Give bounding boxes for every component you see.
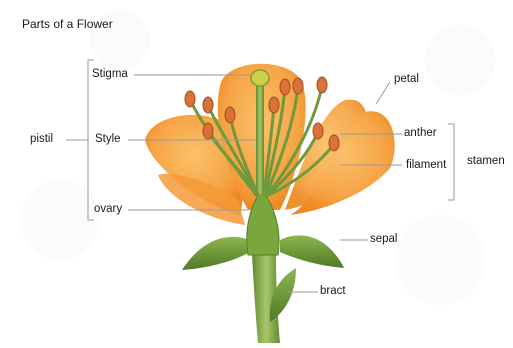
stamen-bracket — [448, 124, 454, 200]
style — [256, 84, 264, 194]
label-stamen: stamen — [467, 156, 505, 168]
label-pistil: pistil — [30, 134, 53, 146]
label-petal: petal — [394, 74, 419, 86]
label-bract: bract — [320, 286, 346, 298]
label-stigma: Stigma — [92, 69, 128, 81]
stigma — [251, 70, 269, 86]
label-filament: filament — [406, 160, 446, 172]
petal-leader — [376, 82, 390, 104]
label-ovary: ovary — [94, 204, 122, 216]
sepal-right — [280, 235, 344, 268]
label-style: Style — [95, 134, 121, 146]
label-sepal: sepal — [370, 234, 398, 246]
label-anther: anther — [404, 128, 437, 140]
sepal-left — [182, 237, 250, 270]
diagram-title: Parts of a Flower — [22, 18, 113, 30]
